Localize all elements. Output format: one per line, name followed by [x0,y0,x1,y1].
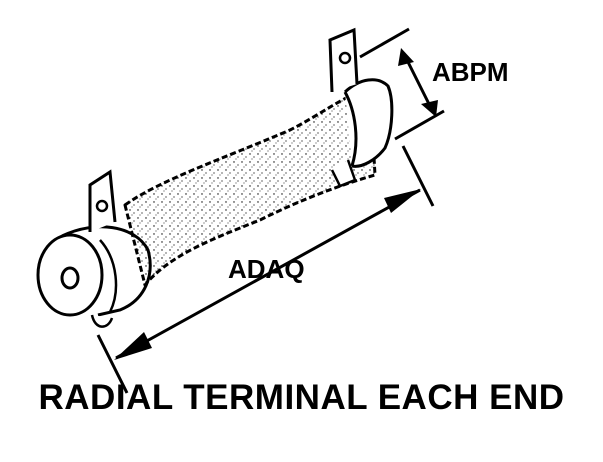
left-end-cap [36,225,152,328]
right-terminal [328,27,359,93]
diagram-caption: RADIAL TERMINAL EACH END [38,378,565,417]
left-terminal [88,169,117,232]
length-dimension [96,145,435,394]
resistor-body [123,86,377,287]
right-end-cap [330,78,394,188]
length-dimension-label: ADAQ [228,254,305,284]
height-dimension-label: ABPM [432,57,509,87]
height-dimension [359,27,445,141]
